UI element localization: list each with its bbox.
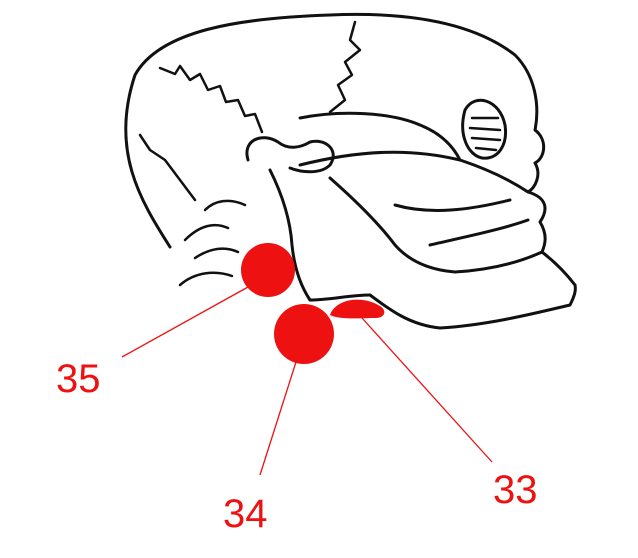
occipital-ridge-4 xyxy=(205,201,245,210)
maxilla-line xyxy=(395,200,510,210)
orbit-shading xyxy=(470,118,500,150)
lambdoid-suture xyxy=(160,66,262,132)
skull-drawing xyxy=(126,14,576,328)
leader-line-34 xyxy=(260,362,296,475)
cranium-outline xyxy=(126,14,575,285)
callout-labels: 35 34 33 xyxy=(56,357,538,536)
callout-label-35: 35 xyxy=(56,357,101,401)
jaw-underside xyxy=(370,285,575,328)
lymph-node-34 xyxy=(274,304,334,364)
leader-line-33 xyxy=(362,318,492,462)
occipital-ridge-3 xyxy=(180,273,232,285)
occipital-ridge-1 xyxy=(185,225,228,240)
ear-region xyxy=(247,138,333,172)
lymph-node-35 xyxy=(241,243,295,297)
coronal-suture xyxy=(330,22,360,112)
lymph-node-markers xyxy=(241,243,384,364)
neck-line xyxy=(310,295,370,300)
callout-label-33: 33 xyxy=(493,468,538,512)
teeth-line xyxy=(430,220,528,245)
callout-label-34: 34 xyxy=(223,492,268,536)
lymph-node-33 xyxy=(330,300,384,319)
leader-line-35 xyxy=(122,287,248,357)
squamous-suture xyxy=(140,135,195,200)
occipital-ridge-2 xyxy=(195,249,238,258)
